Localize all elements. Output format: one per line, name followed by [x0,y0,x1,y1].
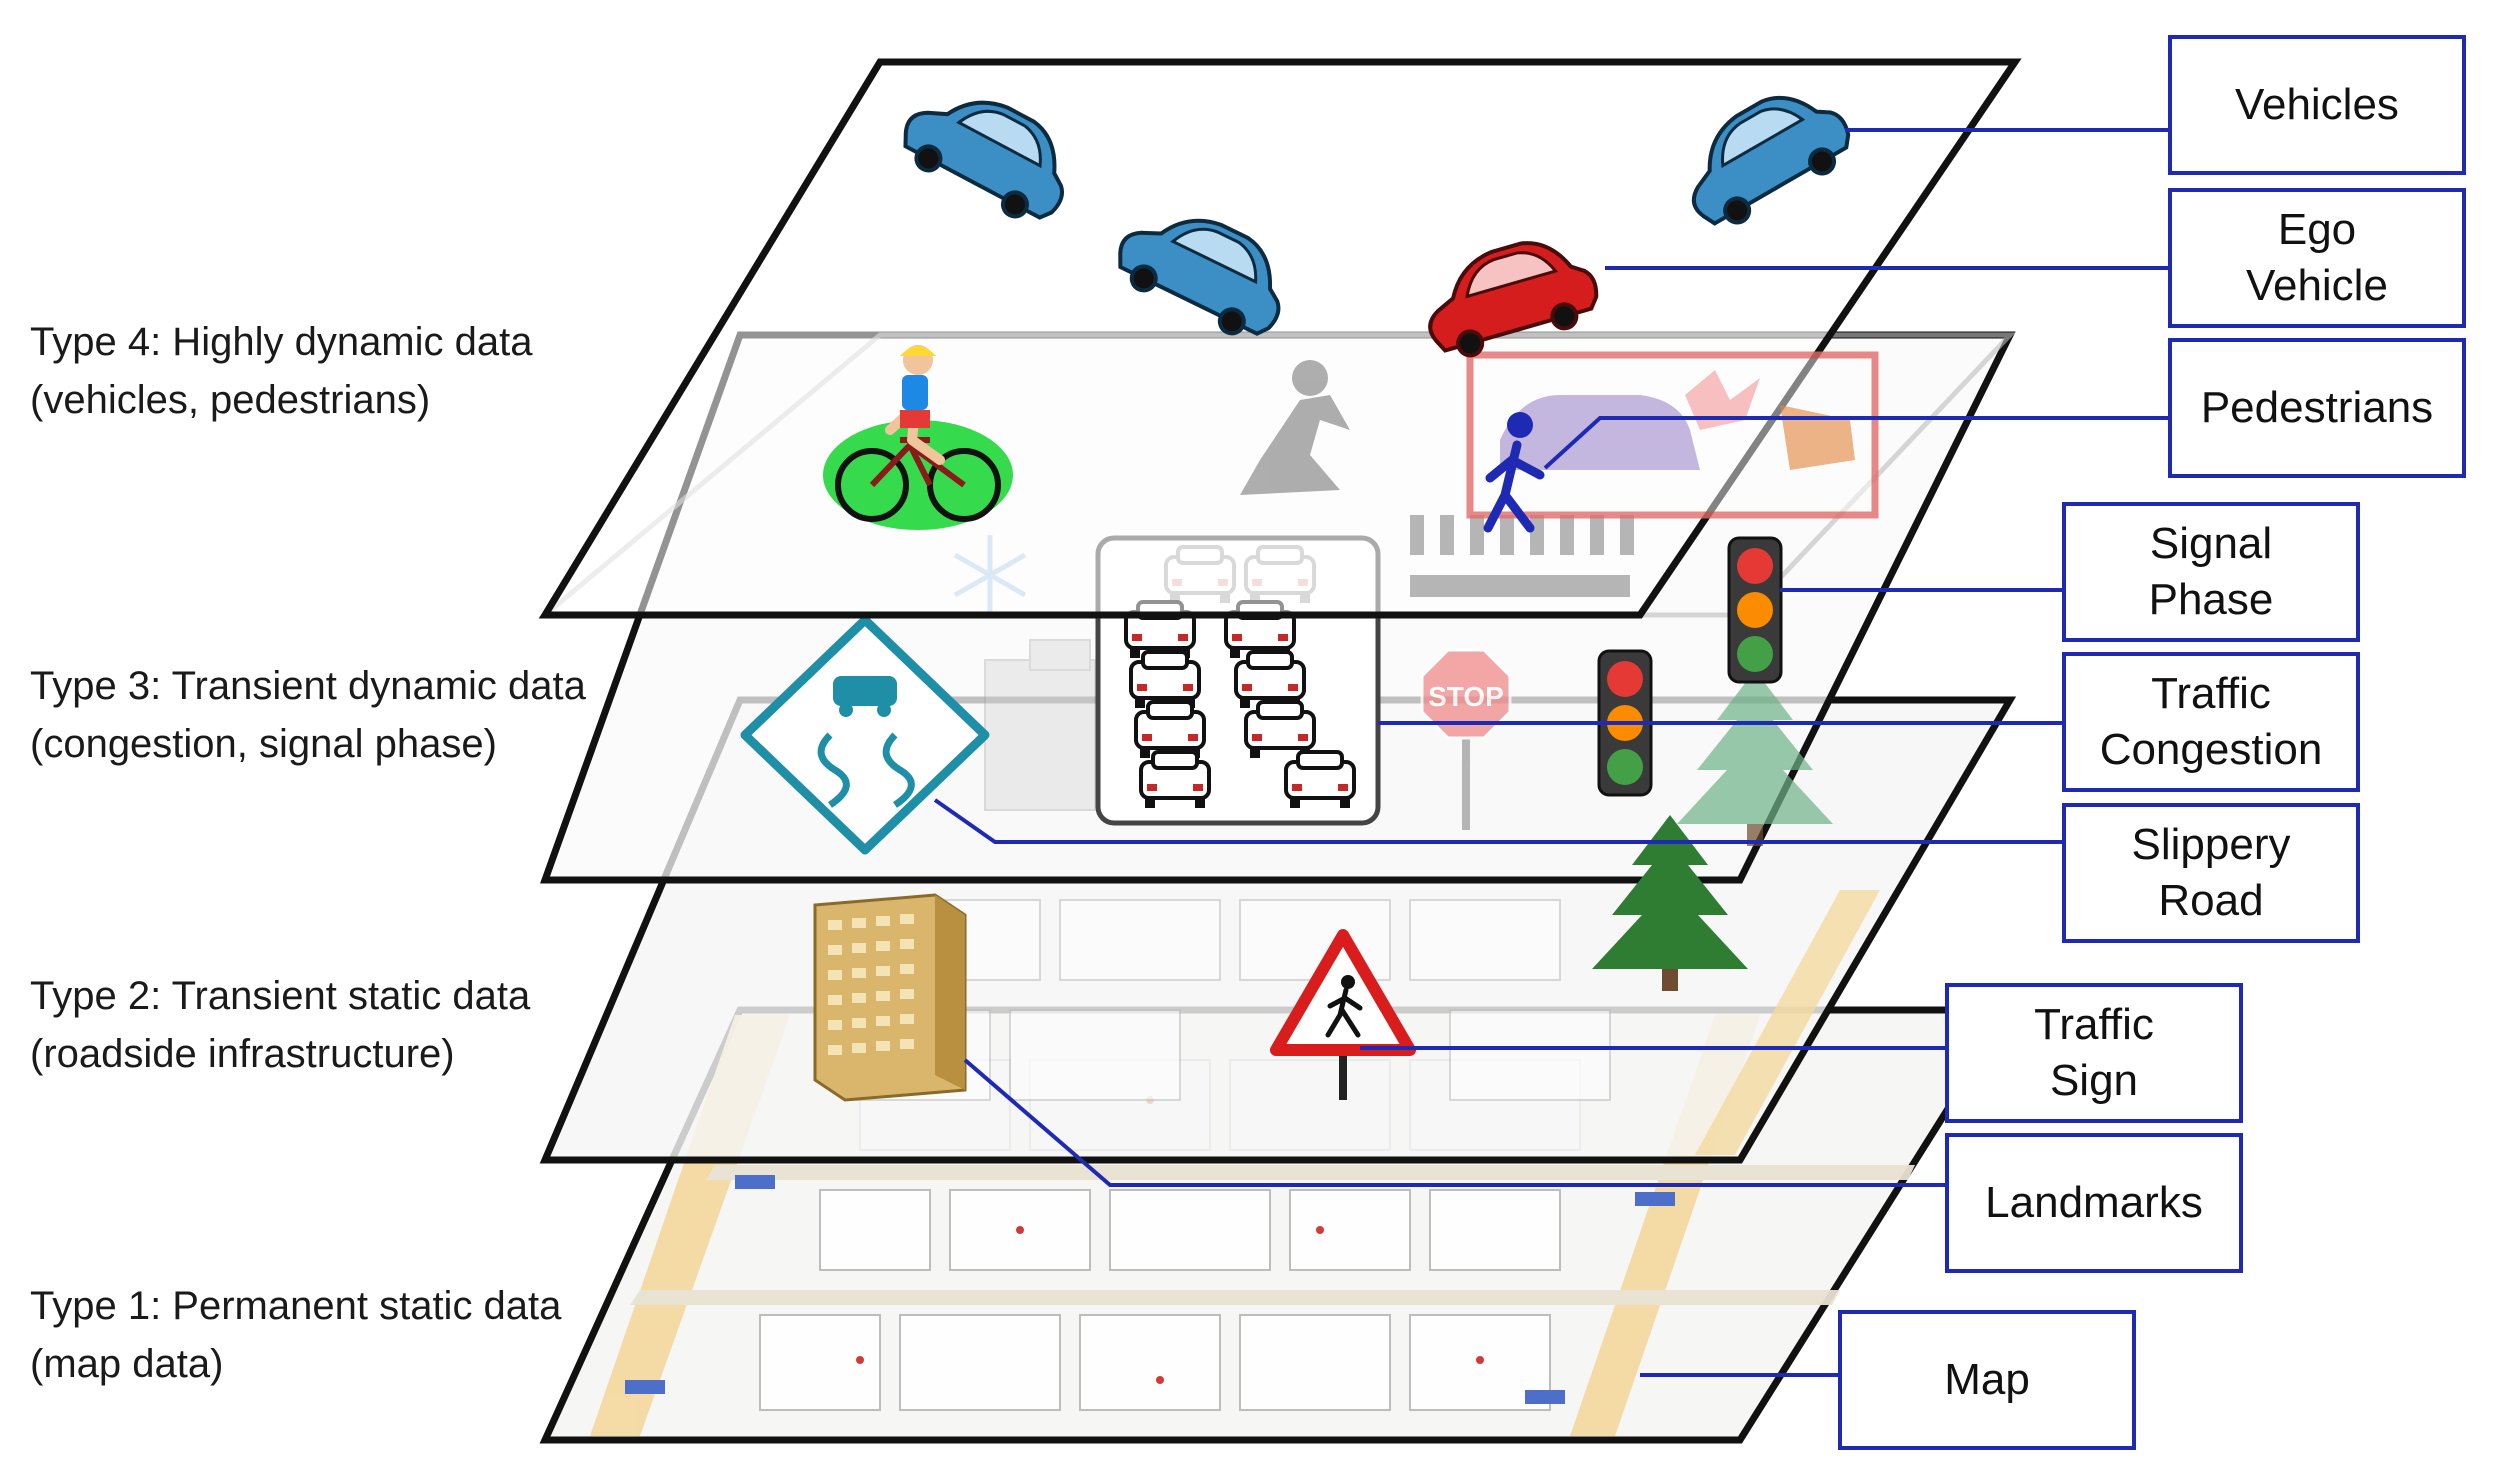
connector-landmarks [963,1058,1945,1187]
callout-signal-phase: Signal Phase [2062,502,2360,642]
layer-label-type4: Type 4: Highly dynamic data (vehicles, p… [30,313,532,429]
layer-title: Type 4: Highly dynamic data [30,320,533,364]
callout-text: Vehicle [2246,261,2388,310]
callout-text: Traffic [2034,1000,2154,1049]
callout-landmarks: Landmarks [1945,1133,2243,1273]
callout-text: Slippery [2131,820,2291,869]
traffic-light-icon [1727,536,1783,684]
connector-lines [933,128,2168,1377]
callout-traffic-sign: Traffic Sign [1945,983,2243,1123]
crosswalk-icon [1410,515,1634,597]
callout-traffic-congestion: Traffic Congestion [2062,652,2360,792]
car-icon [1664,69,1858,230]
layer-subtitle: (roadside infrastructure) [30,1032,455,1076]
highly-dynamic-layer-plane [538,58,2022,619]
callout-text: Map [1944,1355,2030,1404]
red-car-icon [1412,224,1604,358]
callout-text: Road [2158,876,2264,925]
pedestrian-crossing-sign-icon [1270,929,1416,1100]
callout-pedestrians: Pedestrians [2168,338,2466,478]
layer-title: Type 1: Permanent static data [30,1284,562,1328]
layer-subtitle: (vehicles, pedestrians) [30,378,431,422]
callout-text: Sign [2049,1056,2139,1105]
slippery-road-sign-icon [740,615,990,855]
callout-text: Phase [2148,575,2274,624]
callout-text: Ego [2277,205,2357,254]
callout-text: Landmarks [1985,1178,2203,1227]
callout-text: Traffic [2151,669,2271,718]
connector-slippery-road [933,798,2062,844]
layer-label-type2: Type 2: Transient static data (roadside … [30,967,530,1083]
connector-pedestrians [1543,416,2168,470]
callout-map: Map [1838,1310,2136,1450]
callout-slippery-road: Slippery Road [2062,803,2360,943]
callout-text: Pedestrians [2200,383,2434,432]
callout-ego-vehicle: Ego Vehicle [2168,188,2466,328]
layer-subtitle: (map data) [30,1342,224,1386]
cyclist-icon [823,345,1013,530]
layer-title: Type 2: Transient static data [30,974,531,1018]
runner-icon [1240,360,1350,495]
layer-label-type3: Type 3: Transient dynamic data (congesti… [30,657,586,773]
accident-icon [1466,351,1879,519]
callout-vehicles: Vehicles [2168,35,2466,175]
callout-text: Congestion [2099,725,2323,774]
layer-subtitle: (congestion, signal phase) [30,722,497,766]
callout-text: Signal [2149,519,2273,568]
layer-label-type1: Type 1: Permanent static data (map data) [30,1277,561,1393]
car-icon [1108,190,1303,349]
layer-title: Type 3: Transient dynamic data [30,664,586,708]
callout-text: Vehicles [2235,80,2399,129]
stop-sign-icon: STOP [1420,648,1512,830]
pedestrian-icon [1483,412,1545,533]
stop-sign-text: STOP [1428,681,1504,712]
car-icon [892,70,1087,233]
building-icon [813,893,967,1102]
